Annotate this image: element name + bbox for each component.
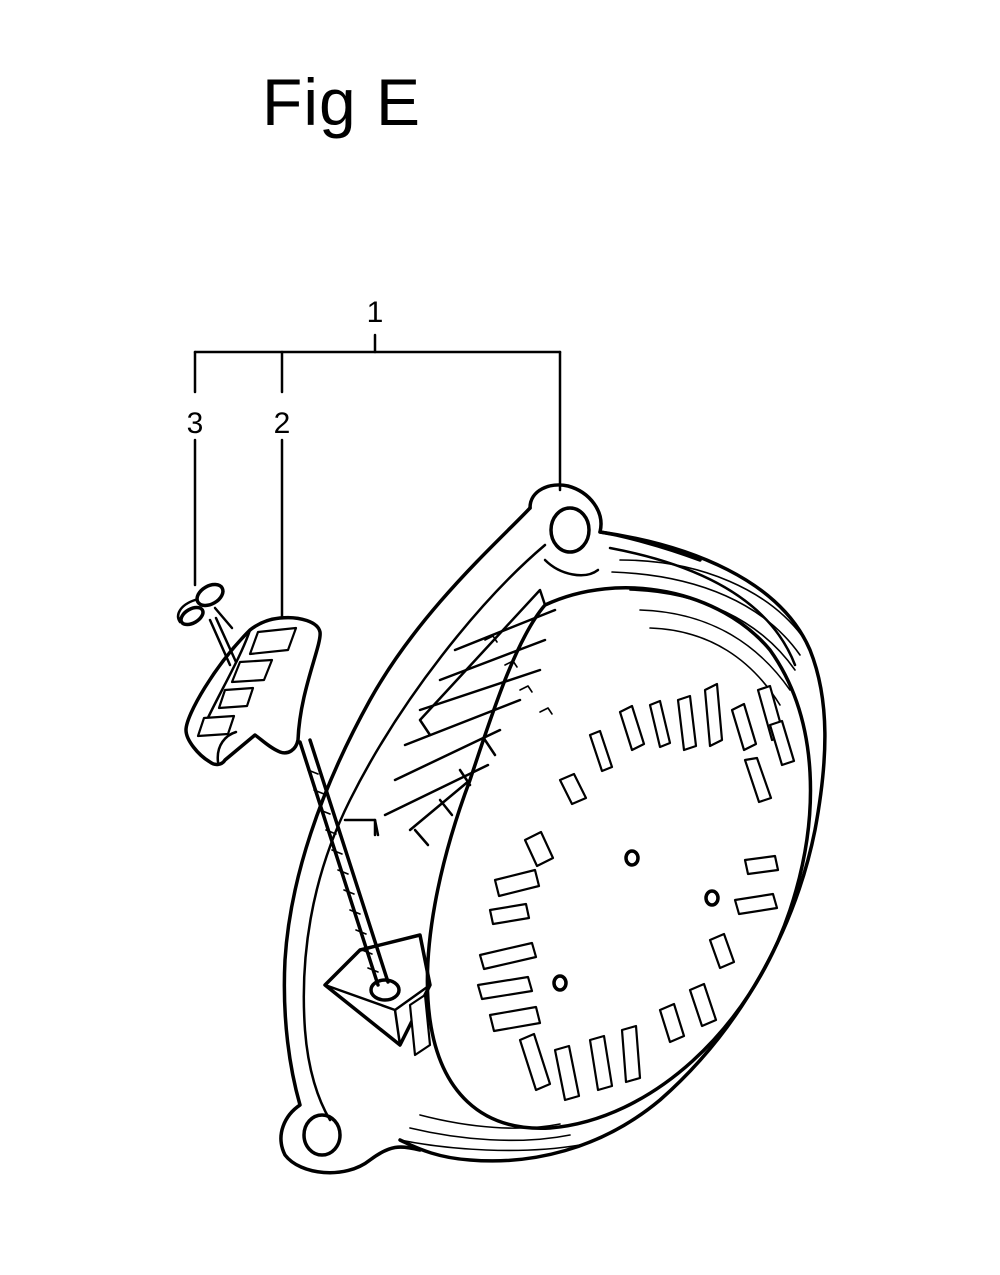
starter-rope bbox=[208, 616, 390, 987]
rope-knot bbox=[176, 582, 234, 630]
leader-lines bbox=[193, 333, 562, 620]
callout-3: 3 bbox=[187, 407, 204, 440]
callout-1: 1 bbox=[367, 296, 384, 329]
starter-housing bbox=[279, 483, 827, 1175]
fin-notches bbox=[484, 635, 553, 715]
callout-2: 2 bbox=[274, 407, 291, 440]
figure-title: Fig E bbox=[262, 65, 422, 139]
face-slots bbox=[476, 682, 796, 1102]
face-holes bbox=[552, 849, 720, 992]
rope-guide bbox=[323, 933, 432, 1057]
starter-handle bbox=[184, 615, 322, 767]
housing-fins bbox=[343, 588, 557, 847]
